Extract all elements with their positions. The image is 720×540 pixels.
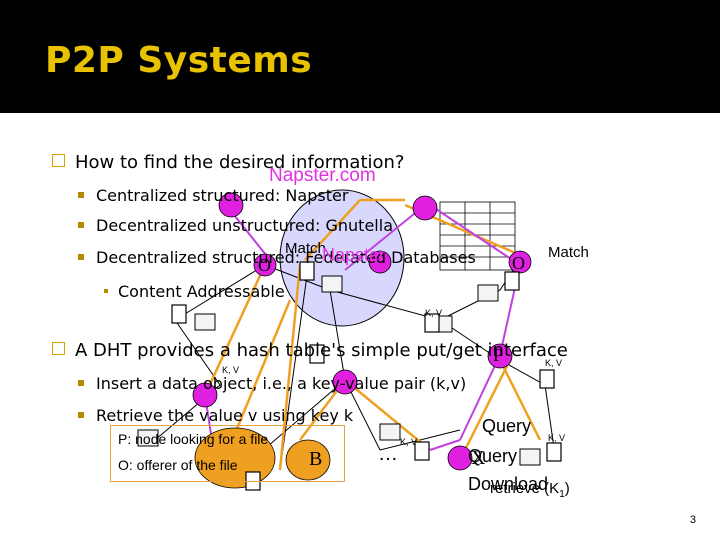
bullet-retrieve: Retrieve the value v using key k xyxy=(78,406,353,425)
napster-com-label: Napster.com xyxy=(269,165,376,186)
peer-node xyxy=(253,253,277,277)
computer-icon xyxy=(321,275,343,293)
legend-o: O: offerer of the file xyxy=(118,457,238,473)
bullet-square-icon xyxy=(78,380,84,386)
x-label: X xyxy=(471,447,486,469)
bullet-insert: Insert a data object, i.e., a key-value … xyxy=(78,374,466,393)
server-icon xyxy=(171,304,187,324)
b-label: B xyxy=(309,448,323,470)
o-label-right: O xyxy=(512,253,525,273)
retrieve-label: retrieve (K1) xyxy=(490,480,570,500)
match-label-right: Match xyxy=(548,244,589,261)
server-icon xyxy=(414,441,430,461)
page-number: 3 xyxy=(689,514,696,526)
server-icon xyxy=(309,344,325,364)
peer-node xyxy=(332,369,358,395)
peer-node xyxy=(218,192,244,218)
server-icon xyxy=(299,261,315,281)
server-icon xyxy=(539,369,555,389)
computer-icon xyxy=(519,448,541,466)
peer-node xyxy=(368,250,392,274)
bullet-box-icon xyxy=(52,342,65,355)
title-bar xyxy=(0,0,720,113)
bullet-square-icon xyxy=(78,222,84,228)
orange-node-b2 xyxy=(285,439,331,481)
peer-node xyxy=(447,445,473,471)
index-table xyxy=(439,201,516,271)
napster-cloud xyxy=(279,189,405,327)
peer-node xyxy=(192,382,218,408)
bullet-square-icon xyxy=(78,412,84,418)
download-label: Download xyxy=(468,474,549,494)
bullet-structured: Decentralized structured: Federated Data… xyxy=(78,248,476,267)
bullet-box-icon xyxy=(52,154,65,167)
server-icon xyxy=(504,271,520,291)
server-icon xyxy=(424,313,440,333)
query-label: Query xyxy=(482,416,532,436)
match-label: Match xyxy=(285,240,326,257)
computer-icon xyxy=(379,423,401,441)
o-label: O xyxy=(258,255,271,275)
computer-icon xyxy=(137,429,159,447)
legend-p: P: node looking for a file xyxy=(118,431,269,447)
bullet-dot-icon xyxy=(104,289,108,293)
kv-label: K, V xyxy=(545,358,563,368)
slide-title: P2P Systems xyxy=(45,40,313,81)
computer-icon xyxy=(477,284,499,302)
bullet-square-icon xyxy=(78,192,84,198)
kv-label: K, V xyxy=(425,308,443,318)
napster-inner-label: Napster xyxy=(322,245,386,265)
kv-label: K, V xyxy=(222,365,240,375)
server-icons xyxy=(171,261,562,491)
server-icon xyxy=(546,442,562,462)
p-label: P xyxy=(493,345,504,365)
bullet-centralized: Centralized structured: Napster xyxy=(78,186,348,205)
bullet-dht: A DHT provides a hash table's simple put… xyxy=(52,340,568,361)
kv-label: K, V xyxy=(548,433,566,443)
computer-icon xyxy=(194,313,216,331)
peer-node xyxy=(508,250,532,274)
peer-node xyxy=(412,195,438,221)
peer-node xyxy=(487,343,513,369)
bullet-question: How to find the desired information? xyxy=(52,152,404,173)
ellipsis-label: … xyxy=(378,443,398,465)
kv-label: K, V xyxy=(400,437,418,447)
bullet-unstructured: Decentralized unstructured: Gnutella xyxy=(78,216,393,235)
legend-box xyxy=(110,425,345,482)
peer-nodes xyxy=(192,192,532,471)
bullet-square-icon xyxy=(78,254,84,260)
bullet-content-addressable: Content Addressable xyxy=(104,282,285,301)
query-label-2: Query xyxy=(468,446,518,466)
